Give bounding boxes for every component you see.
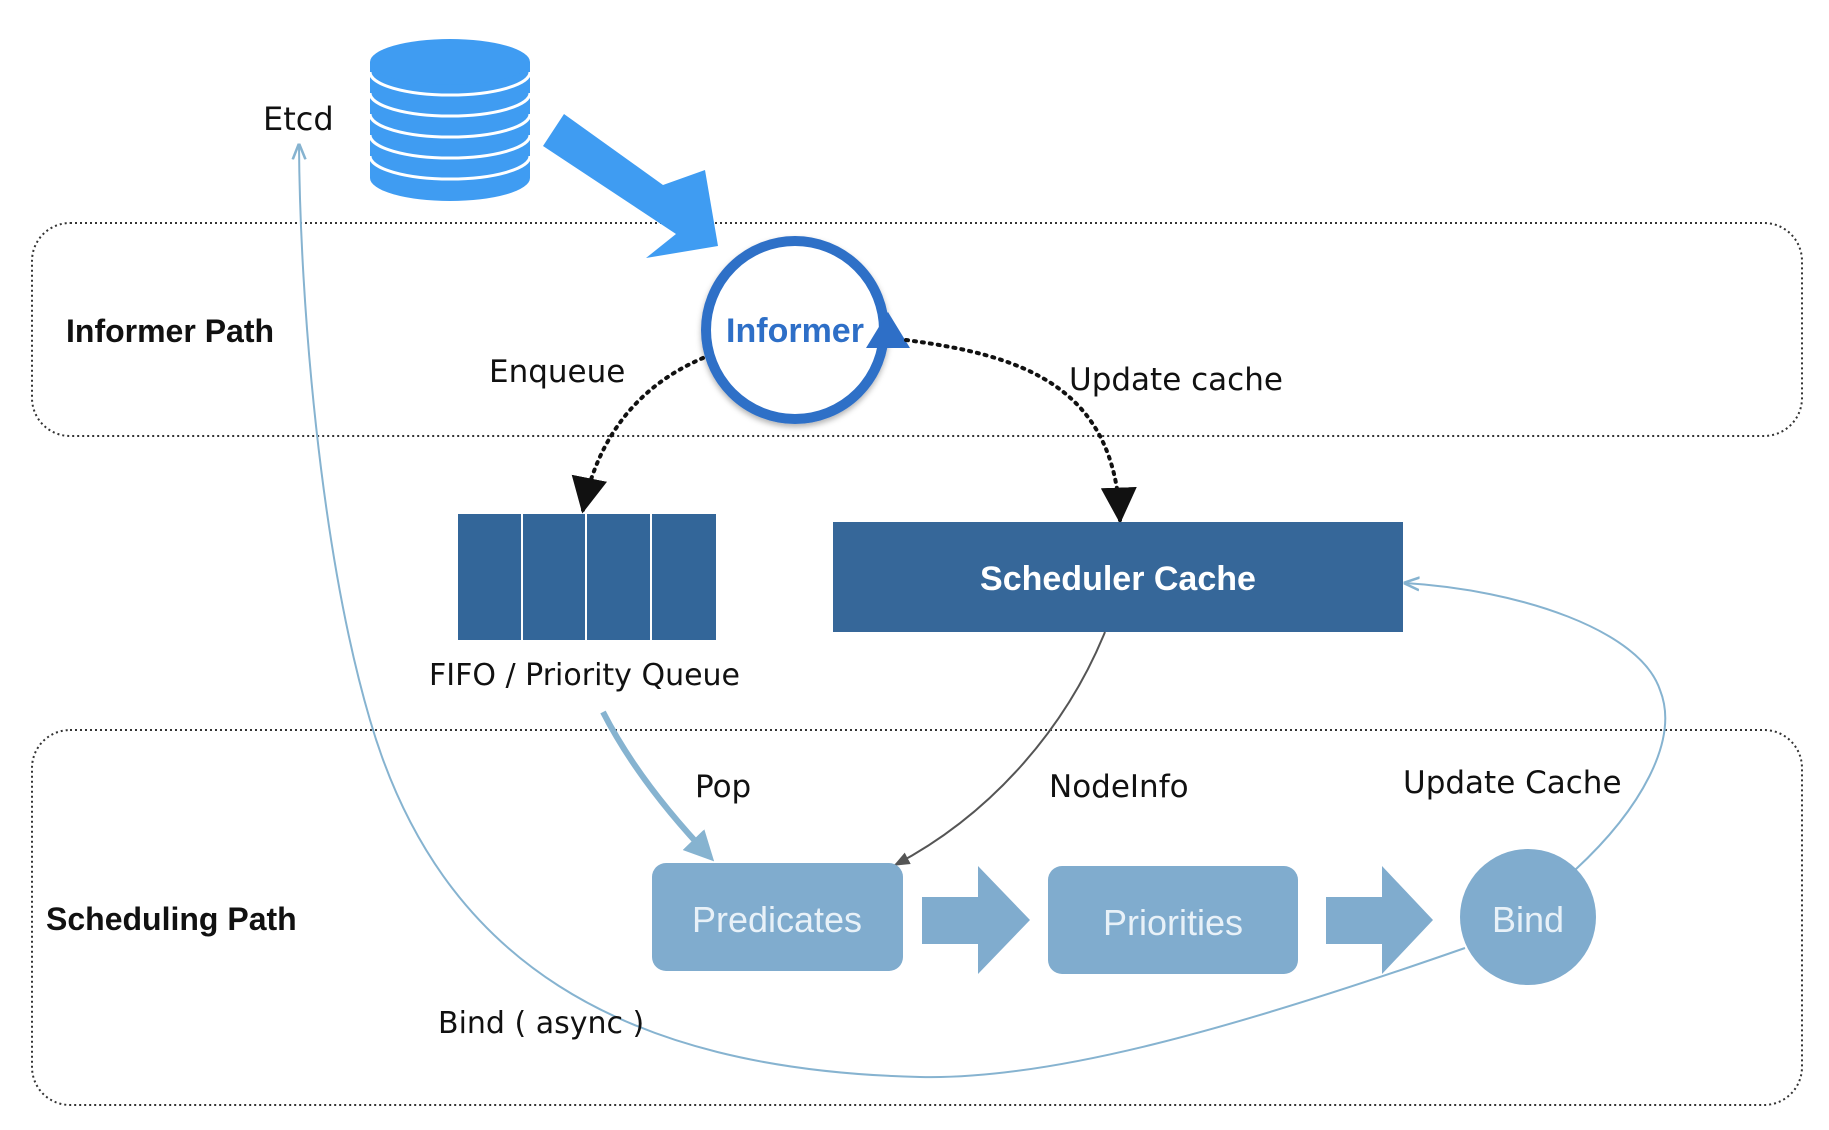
informer-cycle-arrowhead bbox=[866, 312, 910, 348]
predicates-label: Predicates bbox=[692, 899, 862, 940]
scheduler-cache-box bbox=[833, 522, 1403, 632]
bind-stage bbox=[1460, 849, 1596, 985]
bind-update-cache-arrow bbox=[1405, 583, 1667, 871]
bind-async-label: Bind ( async ) bbox=[438, 1006, 644, 1041]
scheduling-path-region bbox=[31, 729, 1803, 1106]
fifo-priority-queue bbox=[458, 514, 716, 640]
enqueue-arrow bbox=[571, 356, 705, 514]
scheduling-path-label: Scheduling Path bbox=[46, 901, 297, 937]
predicates-to-priorities-arrow bbox=[922, 866, 1030, 974]
enqueue-label: Enqueue bbox=[489, 354, 625, 390]
bind-label: Bind bbox=[1492, 899, 1564, 940]
predicates-stage bbox=[652, 863, 903, 971]
scheduler-cache-label: Scheduler Cache bbox=[980, 560, 1256, 598]
nodeinfo-label: NodeInfo bbox=[1049, 769, 1189, 805]
update-cache-top-label: Update cache bbox=[1069, 362, 1283, 398]
nodeinfo-arrow bbox=[893, 631, 1106, 866]
pop-arrow bbox=[600, 710, 715, 862]
pop-label: Pop bbox=[695, 769, 751, 805]
priorities-stage bbox=[1048, 866, 1298, 974]
priorities-label: Priorities bbox=[1103, 902, 1243, 943]
priorities-to-bind-arrow bbox=[1326, 866, 1433, 974]
etcd-label: Etcd bbox=[263, 100, 334, 138]
informer-path-label: Informer Path bbox=[66, 313, 274, 349]
queue-label: FIFO / Priority Queue bbox=[429, 658, 740, 693]
informer-path-region bbox=[31, 222, 1803, 437]
informer-label: Informer bbox=[726, 312, 864, 350]
etcd-database-icon bbox=[368, 39, 532, 201]
etcd-to-informer-arrow bbox=[543, 114, 718, 258]
bind-async-arrow bbox=[299, 145, 1466, 1079]
informer-node bbox=[701, 236, 910, 424]
update-cache-arrow bbox=[904, 338, 1137, 524]
update-cache-bottom-label: Update Cache bbox=[1403, 765, 1622, 801]
